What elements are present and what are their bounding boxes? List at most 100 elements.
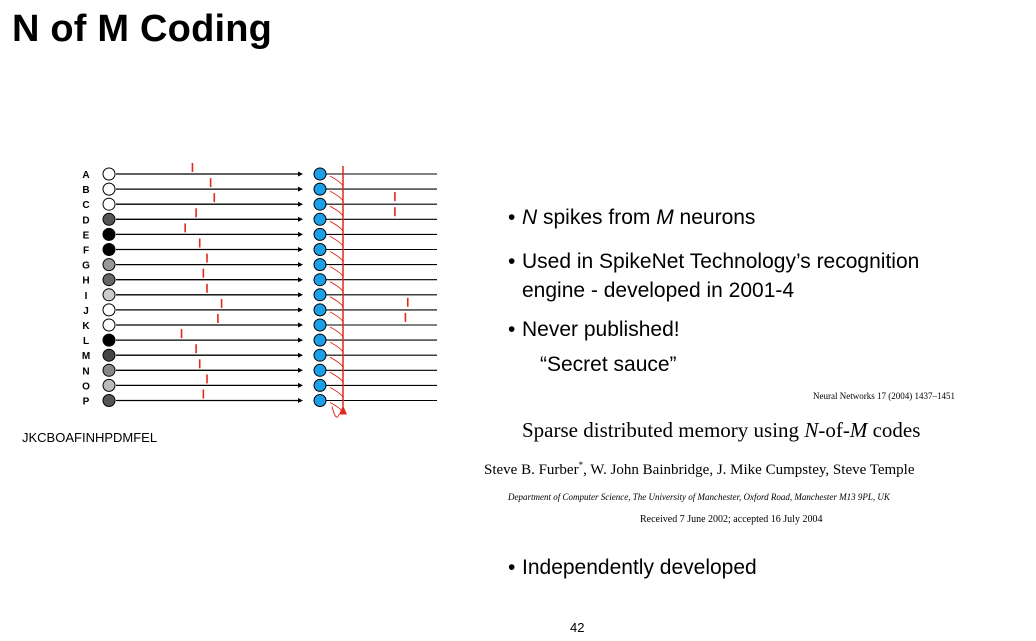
- input-neuron: [102, 182, 116, 196]
- arrow-head: [298, 262, 303, 268]
- input-neuron: [102, 363, 116, 377]
- neuron-label: I: [85, 291, 88, 302]
- input-neuron: [102, 394, 116, 407]
- arrow-head: [298, 337, 303, 343]
- bullet-never-published: •Never published!: [508, 318, 680, 341]
- neuron-label: P: [83, 397, 90, 408]
- feedback-curve: [329, 266, 344, 277]
- output-neuron: [313, 227, 327, 241]
- bullet-spikenet: •Used in SpikeNet Technology’s recogniti…: [508, 250, 920, 273]
- neuron-label: M: [82, 351, 90, 362]
- bullet-dot: •: [508, 250, 516, 273]
- output-neuron: [313, 167, 327, 181]
- paper-journal: Neural Networks 17 (2004) 1437–1451: [813, 391, 955, 401]
- paper-received: Received 7 June 2002; accepted 16 July 2…: [640, 514, 823, 525]
- arrow-head: [298, 292, 303, 298]
- slide-title: N of M Coding: [12, 8, 273, 50]
- neuron-label: L: [83, 336, 89, 347]
- feedback-curve: [329, 296, 344, 308]
- input-neuron: [102, 243, 116, 256]
- neuron-label: G: [82, 261, 90, 272]
- bullet-dot: •: [508, 206, 516, 229]
- arrow-head: [298, 307, 303, 313]
- arrow-head: [298, 186, 303, 192]
- input-neuron: [102, 288, 116, 302]
- output-neuron: [313, 333, 327, 347]
- feedback-curve: [329, 175, 344, 187]
- input-neuron: [102, 258, 116, 272]
- output-neuron: [313, 318, 327, 332]
- bullet-n-spikes: •N spikes from M neurons: [508, 206, 756, 229]
- input-neuron: [102, 167, 116, 181]
- arrow-head: [298, 171, 303, 177]
- input-neuron: [102, 303, 116, 317]
- arrow-head: [298, 322, 303, 328]
- input-neuron: [102, 227, 116, 241]
- arrow-head: [298, 352, 303, 358]
- arrow-head: [298, 216, 303, 222]
- feedback-curve: [329, 220, 344, 232]
- feedback-curve: [329, 371, 344, 383]
- neuron-label: F: [83, 246, 89, 257]
- output-neuron: [313, 363, 327, 377]
- neuron-label: B: [82, 185, 89, 196]
- arrow-head: [298, 277, 303, 283]
- input-neuron: [102, 318, 116, 332]
- feedback-curve: [329, 281, 344, 292]
- output-neuron: [313, 182, 327, 196]
- inhibition-arrow: [339, 405, 347, 415]
- page-number: 42: [570, 620, 585, 635]
- neuron-label: K: [82, 321, 90, 332]
- bullet-dot: •: [508, 318, 516, 341]
- secret-sauce-quote: “Secret sauce”: [540, 353, 677, 376]
- feedback-curve: [329, 341, 344, 353]
- bullet-spikenet-cont: engine - developed in 2001-4: [522, 279, 795, 302]
- output-neuron: [313, 288, 327, 302]
- feedback-curve: [329, 387, 344, 398]
- output-neuron: [313, 243, 327, 256]
- paper-title: Sparse distributed memory using N-of-M c…: [522, 418, 921, 442]
- output-neuron: [313, 394, 327, 407]
- arrow-head: [298, 201, 303, 207]
- arrow-head: [298, 247, 303, 252]
- output-neuron: [313, 303, 327, 317]
- neuron-label: H: [82, 276, 89, 287]
- feedback-curve: [329, 326, 344, 338]
- output-neuron: [313, 348, 327, 362]
- paper-department: Department of Computer Science, The Univ…: [508, 492, 890, 502]
- input-neuron: [102, 348, 116, 362]
- arrow-head: [298, 231, 303, 237]
- bullet-independent: •Independently developed: [508, 556, 757, 579]
- spike-sequence: JKCBOAFINHPDMFEL: [22, 430, 158, 445]
- feedback-curve: [329, 356, 344, 368]
- output-neuron: [313, 378, 327, 392]
- input-neuron: [102, 197, 116, 211]
- arrow-head: [298, 382, 303, 388]
- output-neuron: [313, 258, 327, 272]
- output-neuron: [313, 273, 327, 287]
- bullet-dot: •: [508, 556, 516, 579]
- output-neuron: [313, 197, 327, 211]
- neuron-label: C: [82, 200, 89, 211]
- feedback-curve: [329, 236, 344, 247]
- loop-curve: [331, 406, 340, 418]
- feedback-curve: [329, 311, 344, 323]
- input-neuron: [102, 333, 116, 347]
- arrow-head: [298, 398, 303, 403]
- neuron-label: E: [83, 230, 90, 241]
- neuron-label: O: [82, 381, 90, 392]
- feedback-curve: [329, 251, 344, 262]
- feedback-curve: [329, 190, 344, 202]
- paper-authors: Steve B. Furber*, W. John Bainbridge, J.…: [484, 460, 915, 478]
- output-neuron: [313, 212, 327, 226]
- feedback-curve: [329, 205, 344, 217]
- input-neuron: [102, 273, 116, 287]
- neuron-label: D: [82, 215, 89, 226]
- input-neuron: [102, 378, 116, 392]
- neuron-label: J: [83, 306, 89, 317]
- arrow-head: [298, 367, 303, 373]
- input-neuron: [102, 212, 116, 226]
- neuron-label: A: [82, 170, 89, 181]
- neuron-label: N: [82, 366, 89, 377]
